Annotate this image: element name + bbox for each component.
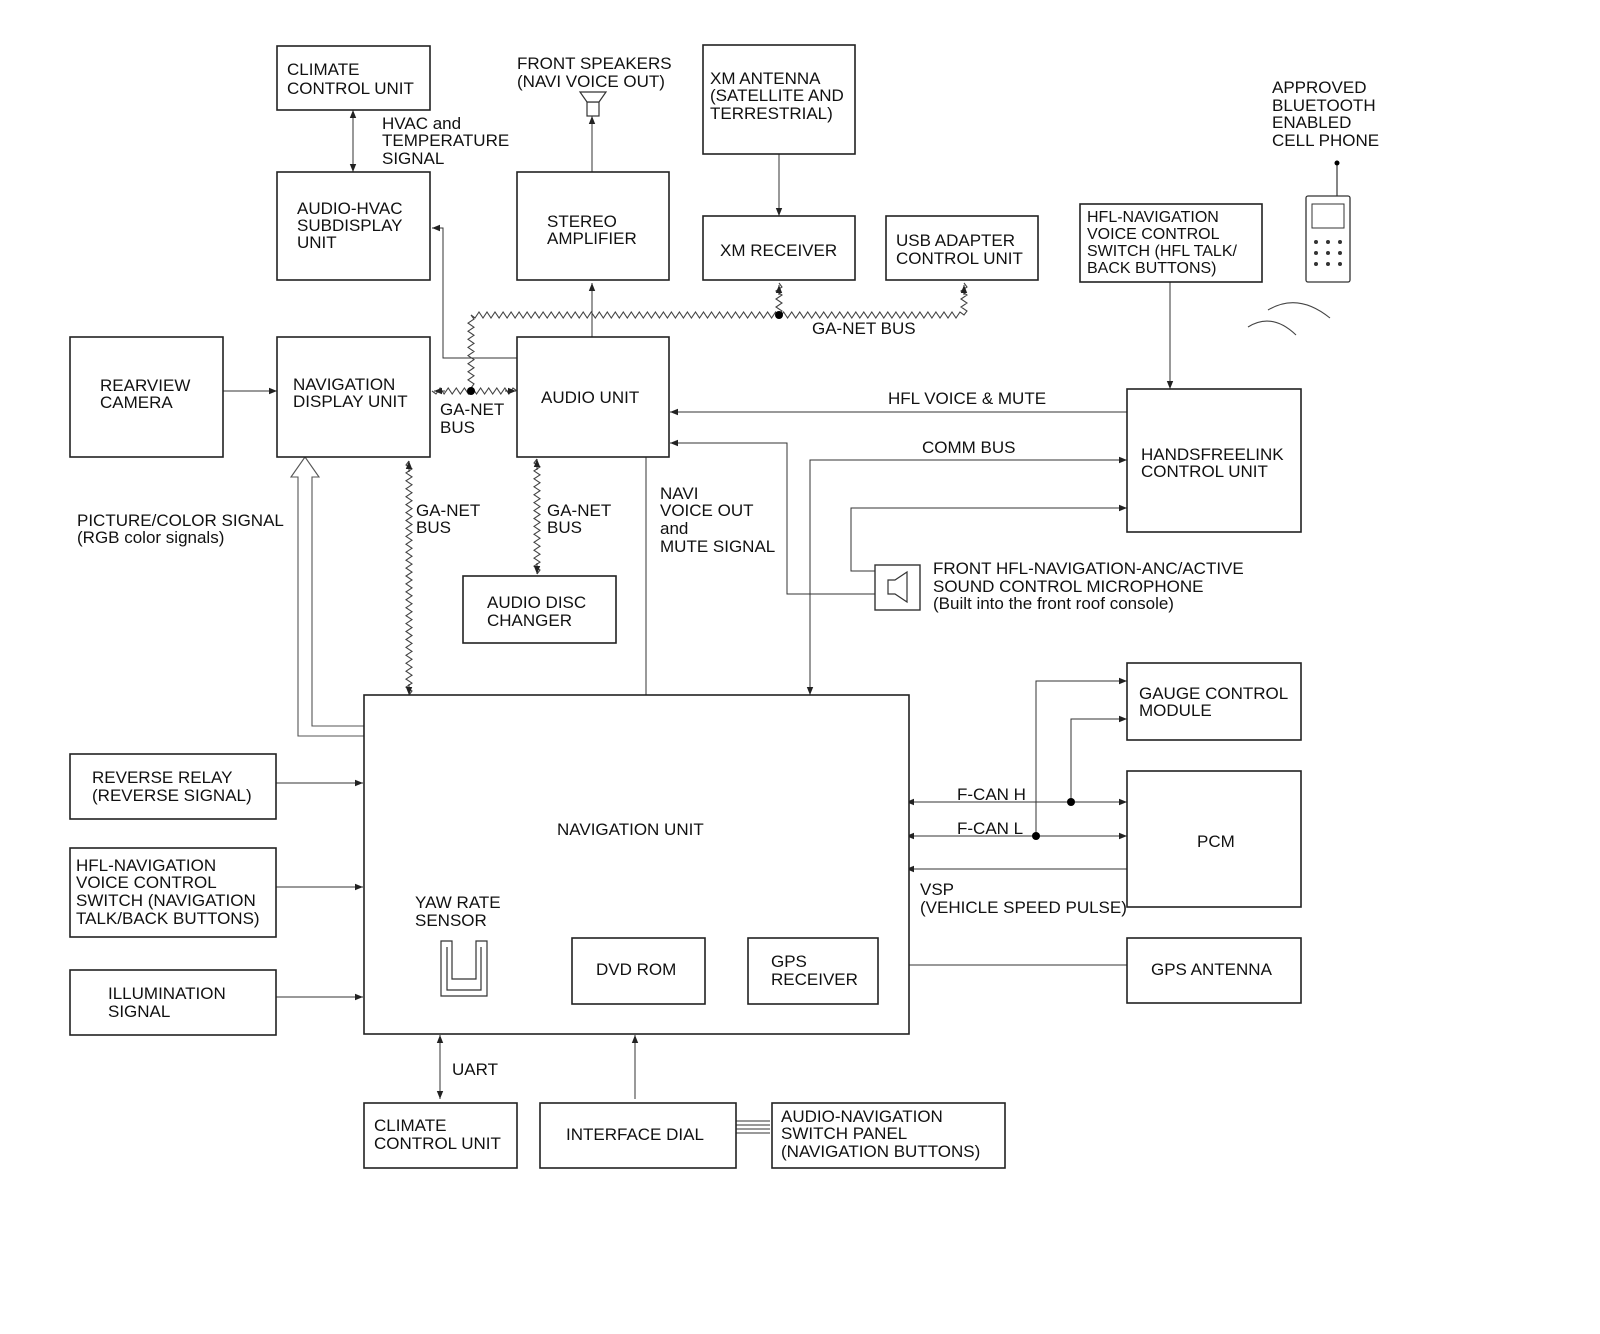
svg-text:DVD ROM: DVD ROM [596, 960, 676, 979]
fcan-h-label: F-CAN H [957, 785, 1026, 804]
vsp-label: VSP(VEHICLE SPEED PULSE) [920, 880, 1127, 917]
gps-antenna: GPS ANTENNA [1126, 937, 1302, 1004]
yaw-rate-sensor-icon [440, 940, 488, 997]
front-speakers-label: FRONT SPEAKERS(NAVI VOICE OUT) [517, 54, 672, 91]
gauge-fcan-h-tap [1070, 715, 1127, 802]
gauge-fcan-l-tap [1035, 677, 1127, 836]
pcm: PCM [1126, 770, 1302, 908]
dvd-rom: DVD ROM [571, 937, 706, 1005]
ganet-junction-xm [775, 311, 783, 319]
fcan-l-label: F-CAN L [957, 819, 1023, 838]
ganet-bus-display-nav [404, 460, 414, 696]
fcan-l-junction [1032, 832, 1040, 840]
microphone-to-handsfreelink-line [850, 504, 1127, 572]
audio-unit: AUDIO UNIT [516, 336, 670, 458]
audio-to-hvac-display-line [432, 224, 517, 359]
picture-color-signal-arrow [289, 456, 365, 737]
svg-text:GPS ANTENNA: GPS ANTENNA [1151, 960, 1273, 979]
xm-receiver: XM RECEIVER [702, 215, 856, 281]
svg-text:XM RECEIVER: XM RECEIVER [720, 241, 837, 260]
wireless-signal-icon [1247, 302, 1331, 336]
interface-dial: INTERFACE DIAL [539, 1102, 737, 1169]
fcan-h-junction [1067, 798, 1075, 806]
ganet-bus-top-label: GA-NET BUS [812, 319, 916, 338]
ganet-junction-display [467, 387, 475, 395]
comm-bus-label: COMM BUS [922, 438, 1016, 457]
svg-text:NAVIGATION UNIT: NAVIGATION UNIT [557, 820, 704, 839]
ganet-bus-audio-changer [532, 458, 542, 575]
microphone-icon [874, 564, 921, 611]
hfl-voice-mute-label: HFL VOICE & MUTE [888, 389, 1046, 408]
svg-text:AUDIO UNIT: AUDIO UNIT [541, 388, 639, 407]
uart-label: UART [452, 1060, 498, 1079]
svg-text:PCM: PCM [1197, 832, 1235, 851]
speaker-icon [578, 91, 608, 117]
reverse-relay: REVERSE RELAY(REVERSE SIGNAL) [69, 753, 277, 820]
picture-color-signal-label: PICTURE/COLOR SIGNAL(RGB color signals) [77, 511, 284, 547]
connectors [223, 110, 1174, 1134]
cell-phone-icon [1305, 160, 1351, 283]
ganet-bus-top [467, 282, 968, 389]
comm-bus-line [806, 456, 1127, 695]
svg-text:INTERFACE DIAL: INTERFACE DIAL [566, 1125, 704, 1144]
svg-text:REVERSE RELAY(REVERSE SIGNAL): REVERSE RELAY(REVERSE SIGNAL) [92, 768, 252, 805]
